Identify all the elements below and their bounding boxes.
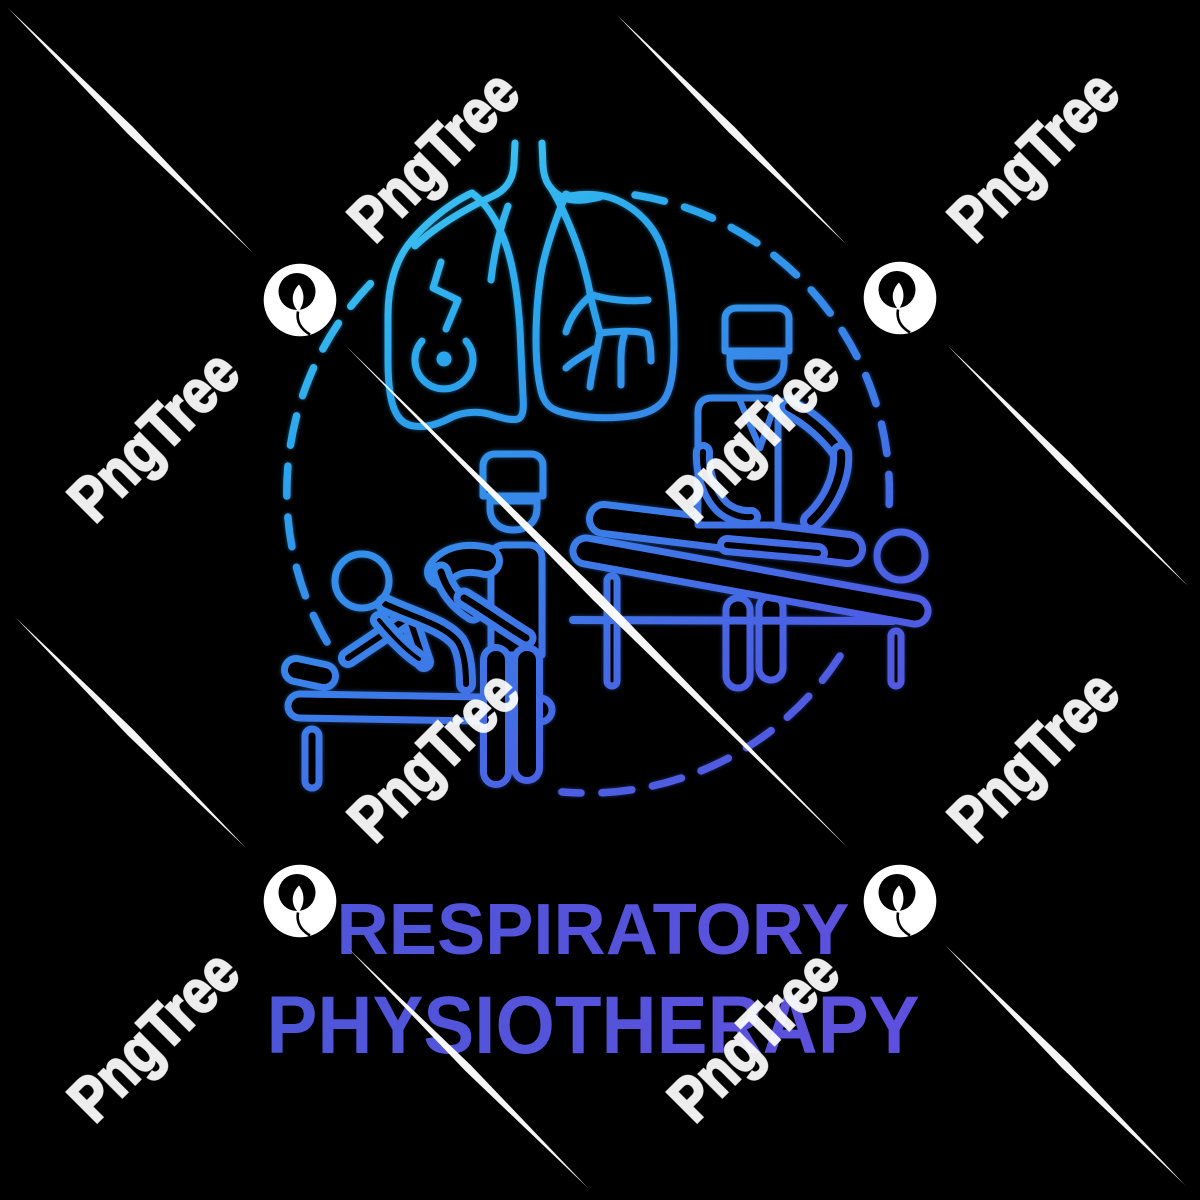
svg-text:PHYSIOTHERAPY: PHYSIOTHERAPY	[267, 980, 920, 1071]
svg-text:RESPIRATORY: RESPIRATORY	[337, 889, 850, 970]
